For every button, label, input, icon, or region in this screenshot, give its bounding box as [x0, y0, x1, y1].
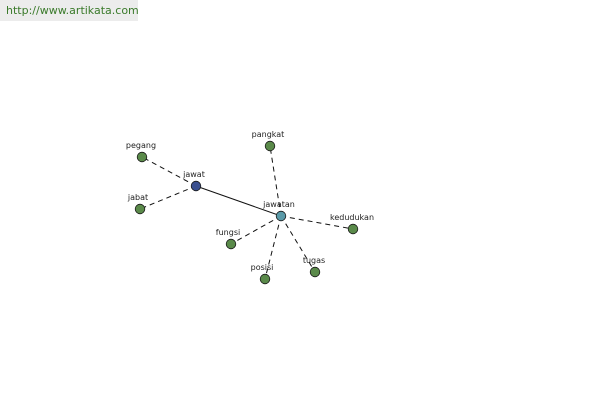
node-fungsi[interactable]: [225, 238, 237, 250]
nodes-layer: [134, 140, 359, 285]
edge-jawat-pegang: [141, 156, 197, 187]
node-label-jabat: jabat: [127, 193, 148, 202]
node-posisi[interactable]: [259, 273, 271, 285]
edge-jawatan-kedudukan: [280, 215, 354, 230]
node-jawatan[interactable]: [275, 210, 287, 222]
edge-jawatan-tugas: [280, 215, 316, 273]
node-label-pangkat: pangkat: [252, 130, 285, 139]
labels-layer: jawat jawatan pegang jabat pangkat kedudukan f…: [126, 130, 374, 272]
node-jabat[interactable]: [134, 203, 146, 215]
node-label-jawat: jawat: [182, 170, 205, 179]
edge-jawat-jawatan: [195, 185, 282, 217]
edge-jawatan-posisi: [264, 215, 282, 280]
node-label-fungsi: fungsi: [216, 228, 240, 237]
edge-jawat-jabat: [139, 185, 197, 210]
node-label-kedudukan: kedudukan: [330, 213, 374, 222]
source-url-link[interactable]: http://www.artikata.com: [0, 0, 139, 21]
node-pangkat[interactable]: [264, 140, 276, 152]
node-kedudukan[interactable]: [347, 223, 359, 235]
node-label-pegang: pegang: [126, 141, 156, 150]
node-tugas[interactable]: [309, 266, 321, 278]
node-label-posisi: posisi: [251, 263, 274, 272]
edge-jawatan-pangkat: [269, 145, 282, 217]
node-jawat[interactable]: [190, 180, 202, 192]
node-pegang[interactable]: [136, 151, 148, 163]
edge-jawatan-fungsi: [230, 215, 282, 245]
node-label-jawatan: jawatan: [262, 200, 295, 209]
node-label-tugas: tugas: [303, 256, 325, 265]
edges-layer: [139, 145, 354, 280]
